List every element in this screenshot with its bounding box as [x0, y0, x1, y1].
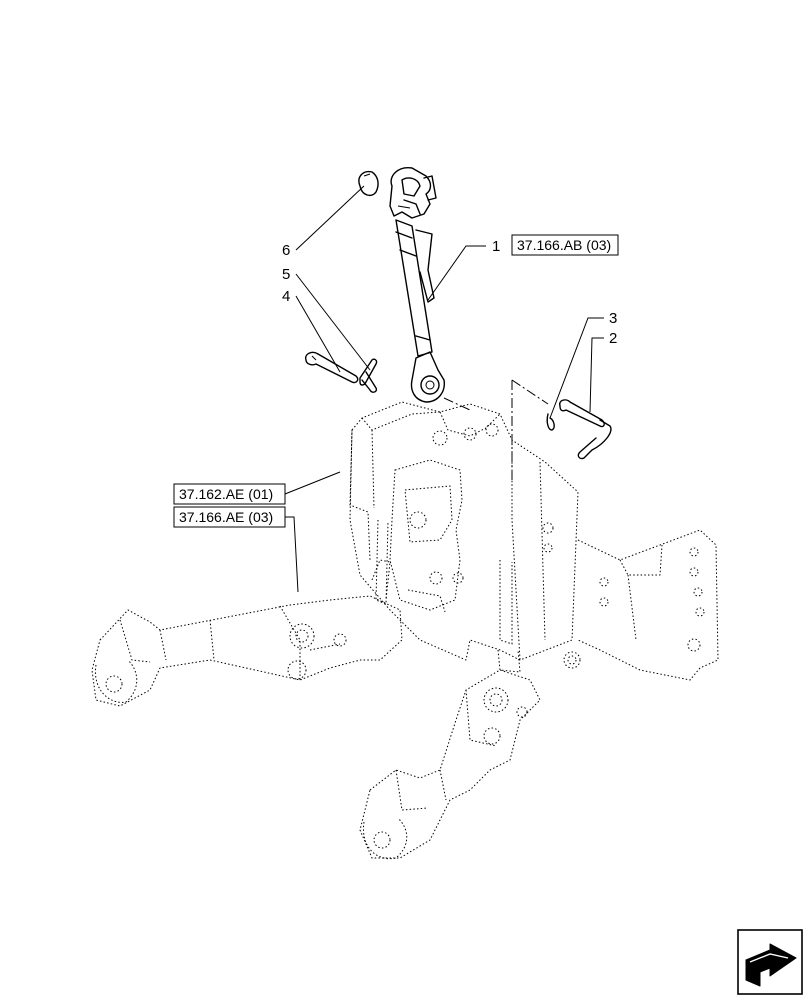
leader-lines [284, 185, 604, 593]
reference-box-top-link[interactable]: 37.166.AB (03) [511, 234, 619, 256]
callout-6: 6 [282, 242, 290, 259]
top-link [389, 167, 445, 403]
reference-label-top-link: 37.166.AB (03) [517, 237, 611, 253]
reference-box-frame[interactable]: 37.162.AE (01) [173, 483, 286, 505]
callout-4: 4 [282, 288, 290, 305]
alignment-lines [443, 379, 549, 480]
pin-part [558, 399, 612, 460]
callout-5: 5 [282, 266, 290, 283]
linch-pin-part [305, 351, 359, 384]
callout-2: 2 [609, 330, 617, 347]
reference-label-arms: 37.166.AE (03) [179, 509, 273, 525]
lower-link-arm-right [359, 649, 541, 860]
r-clip-part [359, 358, 378, 393]
clip-part [546, 413, 555, 431]
ball-part [358, 170, 379, 197]
lower-link-arm-left [91, 559, 403, 707]
callout-1: 1 [492, 238, 500, 255]
hitch-frame [349, 401, 719, 681]
reference-label-frame: 37.162.AE (01) [179, 486, 273, 502]
next-page-arrow-icon[interactable] [737, 929, 803, 995]
reference-box-arms[interactable]: 37.166.AE (03) [173, 506, 286, 528]
callout-3: 3 [609, 310, 617, 327]
